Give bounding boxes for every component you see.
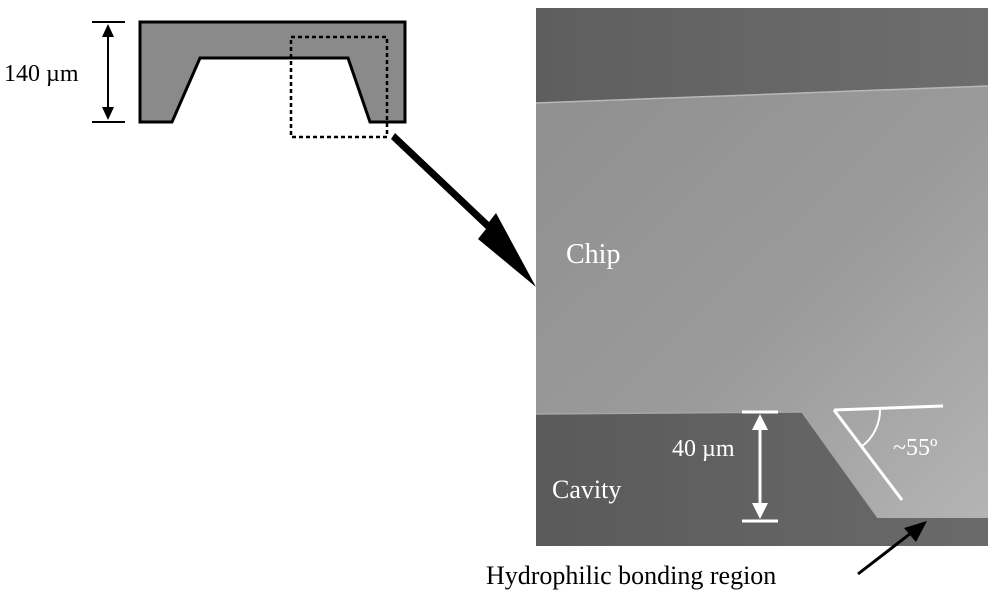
arrow-up-icon (102, 24, 114, 37)
depth-dimension (742, 410, 778, 523)
cavity-label: Cavity (552, 475, 621, 504)
zoom-arrow (391, 133, 536, 287)
schematic-cross-section (138, 20, 407, 139)
sidewall-edge (801, 411, 879, 519)
arrow-down-icon (752, 503, 768, 519)
chip-cross-section-shape (138, 20, 407, 124)
angle-arc (860, 407, 882, 448)
bonding-region-pointer (857, 521, 927, 576)
zoom-arrow-icon (391, 133, 536, 287)
chip-label: Chip (566, 239, 620, 270)
bonding-region-label: Hydrophilic bonding region (486, 561, 776, 590)
arrow-pointer-icon (904, 521, 927, 542)
sem-chip-region (536, 86, 988, 518)
angle-label: ~55º (893, 435, 938, 461)
chip-top-edge (535, 85, 989, 104)
sem-image (535, 8, 989, 546)
arrow-up-icon (752, 414, 768, 430)
sem-cavity-region (536, 412, 988, 546)
angle-indicator (832, 404, 944, 501)
height-dimension (92, 21, 125, 123)
height-label: 140 µm (4, 61, 79, 87)
arrow-down-icon (102, 107, 114, 120)
depth-label: 40 µm (672, 436, 735, 462)
